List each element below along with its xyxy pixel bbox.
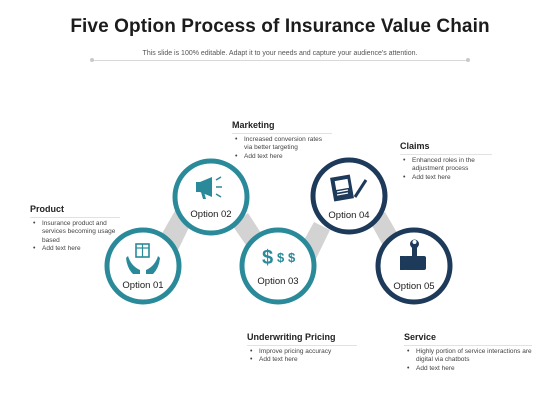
option-circle-3: $ $ $ [239, 227, 317, 305]
document-with-pen-icon [330, 174, 368, 202]
slide-subtitle: This slide is 100% editable. Adapt it to… [142, 50, 418, 57]
claims-block: Claims Enhanced roles in the adjustment … [400, 141, 492, 182]
underwriting-rule [247, 345, 357, 347]
marketing-rule [232, 133, 332, 135]
underwriting-block: Underwriting Pricing Improve pricing acc… [247, 332, 357, 365]
option-circle-4 [310, 157, 388, 235]
svg-text:$: $ [277, 250, 285, 265]
subtitle-divider [92, 60, 468, 61]
thumbs-up-wrench-icon [400, 239, 426, 270]
marketing-item: Increased conversion rates via better ta… [232, 136, 332, 152]
divider-dot [90, 58, 94, 62]
claims-rule [400, 154, 492, 156]
service-rule [404, 345, 532, 347]
underwriting-item: Improve pricing accuracy [247, 348, 357, 357]
option-circle-5 [375, 227, 453, 305]
service-block: Service Highly portion of service intera… [404, 332, 532, 373]
product-heading: Product [30, 204, 65, 214]
claims-item: Enhanced roles in the adjustment process [400, 157, 492, 173]
option-circle-1 [104, 227, 182, 305]
svg-text:$: $ [288, 250, 296, 265]
underwriting-heading: Underwriting Pricing [247, 332, 336, 342]
hands-with-box-icon [126, 243, 160, 274]
option-label-2: Option 02 [190, 209, 232, 220]
option-label-5: Option 05 [393, 281, 435, 292]
service-list: Highly portion of service interactions a… [404, 348, 532, 374]
option-label-3: Option 03 [257, 276, 299, 287]
megaphone-icon [196, 176, 222, 199]
svg-text:$: $ [262, 247, 273, 269]
underwriting-item: Add text here [247, 356, 357, 365]
marketing-block: Marketing Increased conversion rates via… [232, 120, 332, 161]
option-label-1: Option 01 [122, 280, 164, 291]
product-list: Insurance product and services becoming … [30, 220, 120, 253]
marketing-item: Add text here [232, 153, 332, 162]
product-item: Add text here [30, 245, 120, 254]
option-circle-2 [172, 158, 250, 236]
service-heading: Service [404, 332, 437, 342]
dollar-signs-icon: $ $ $ [262, 247, 296, 269]
slide-title: Five Option Process of Insurance Value C… [70, 16, 490, 37]
option-label-4: Option 04 [328, 210, 370, 221]
claims-list: Enhanced roles in the adjustment process… [400, 157, 492, 183]
service-item: Highly portion of service interactions a… [404, 348, 532, 364]
underwriting-list: Improve pricing accuracy Add text here [247, 348, 357, 365]
claims-item: Add text here [400, 174, 492, 183]
divider-dot [466, 58, 470, 62]
product-rule [30, 217, 120, 219]
product-block: Product Insurance product and services b… [30, 204, 120, 254]
claims-heading: Claims [400, 141, 430, 151]
service-item: Add text here [404, 365, 532, 374]
product-item: Insurance product and services becoming … [30, 220, 120, 244]
marketing-list: Increased conversion rates via better ta… [232, 136, 332, 162]
marketing-heading: Marketing [232, 120, 275, 130]
